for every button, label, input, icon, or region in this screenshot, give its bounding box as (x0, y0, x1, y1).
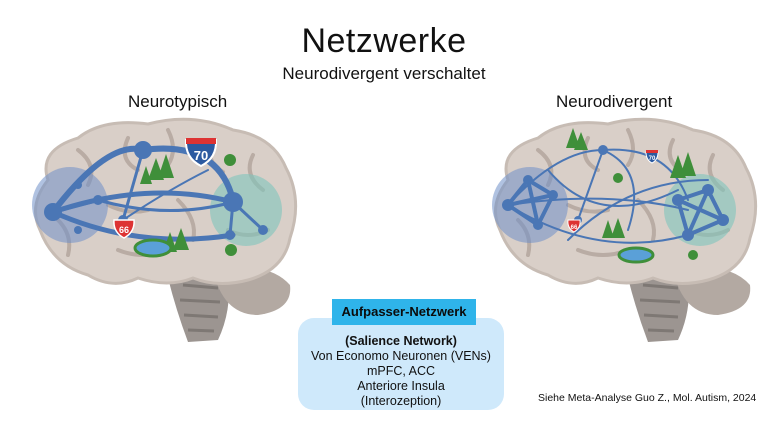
svg-text:70: 70 (194, 148, 208, 163)
route-sign-icon: 66 (113, 219, 135, 239)
brain-stem (168, 278, 229, 342)
neurodivergent-label: Neurodivergent (556, 92, 673, 111)
interstate-sign-icon: 70 (645, 150, 659, 164)
lake-icon (617, 246, 655, 264)
svg-text:70: 70 (649, 156, 656, 162)
page-subtitle: Neurodivergent verschaltet (282, 64, 486, 83)
neurotypical-label: Neurotypisch (128, 92, 228, 111)
default-mode-region (492, 167, 568, 243)
network-english-name: (Salience Network) (345, 334, 457, 348)
page-title: Netzwerke (301, 22, 467, 60)
interstate-sign-icon: 70 (184, 138, 218, 168)
network-box-header: Aufpasser-Netzwerk (332, 299, 476, 325)
neurotypical-brain: 70 66 (32, 117, 298, 342)
network-info-box: (Salience Network) Von Economo Neuronen … (298, 318, 504, 410)
network-detail-1: Von Economo Neuronen (VENs) (311, 349, 491, 363)
brain-stem (628, 278, 689, 342)
network-detail-3: Anteriore Insula (357, 379, 445, 393)
tree-icon (566, 128, 698, 260)
network-nodes (44, 141, 268, 240)
neurodivergent-brain: 70 66 (492, 117, 758, 342)
citation: Siehe Meta-Analyse Guo Z., Mol. Autism, … (538, 392, 757, 404)
network-detail-2: mPFC, ACC (366, 364, 436, 378)
svg-text:66: 66 (119, 225, 129, 235)
tree-icon (140, 154, 237, 256)
network-nodes (502, 145, 729, 241)
network-detail-4: (Interozeption) (360, 394, 442, 408)
lake-icon (133, 238, 173, 258)
svg-text:66: 66 (571, 225, 578, 231)
route-sign-icon: 66 (567, 219, 581, 233)
